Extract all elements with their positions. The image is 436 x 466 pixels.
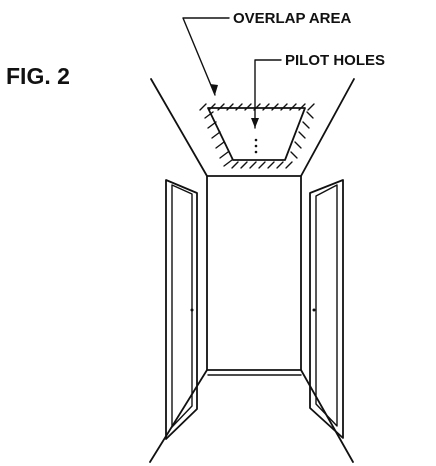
end-wall <box>206 175 302 371</box>
overlap-area-leader <box>182 17 230 96</box>
floor-edges <box>149 369 354 463</box>
overlap-area-panel <box>199 103 315 169</box>
figure-title: FIG. 2 <box>6 63 70 89</box>
overlap-area-label: OVERLAP AREA <box>233 10 352 27</box>
left-door-knob <box>190 308 194 312</box>
right-door-knob <box>312 308 316 312</box>
pilot-holes-label: PILOT HOLES <box>285 52 385 69</box>
right-door <box>309 179 344 439</box>
left-door <box>165 179 198 440</box>
pilot-holes-leader <box>251 59 282 129</box>
pilot-hole-marks <box>254 138 258 154</box>
ceiling-edges <box>150 78 355 177</box>
overlap-hatching <box>199 103 315 169</box>
